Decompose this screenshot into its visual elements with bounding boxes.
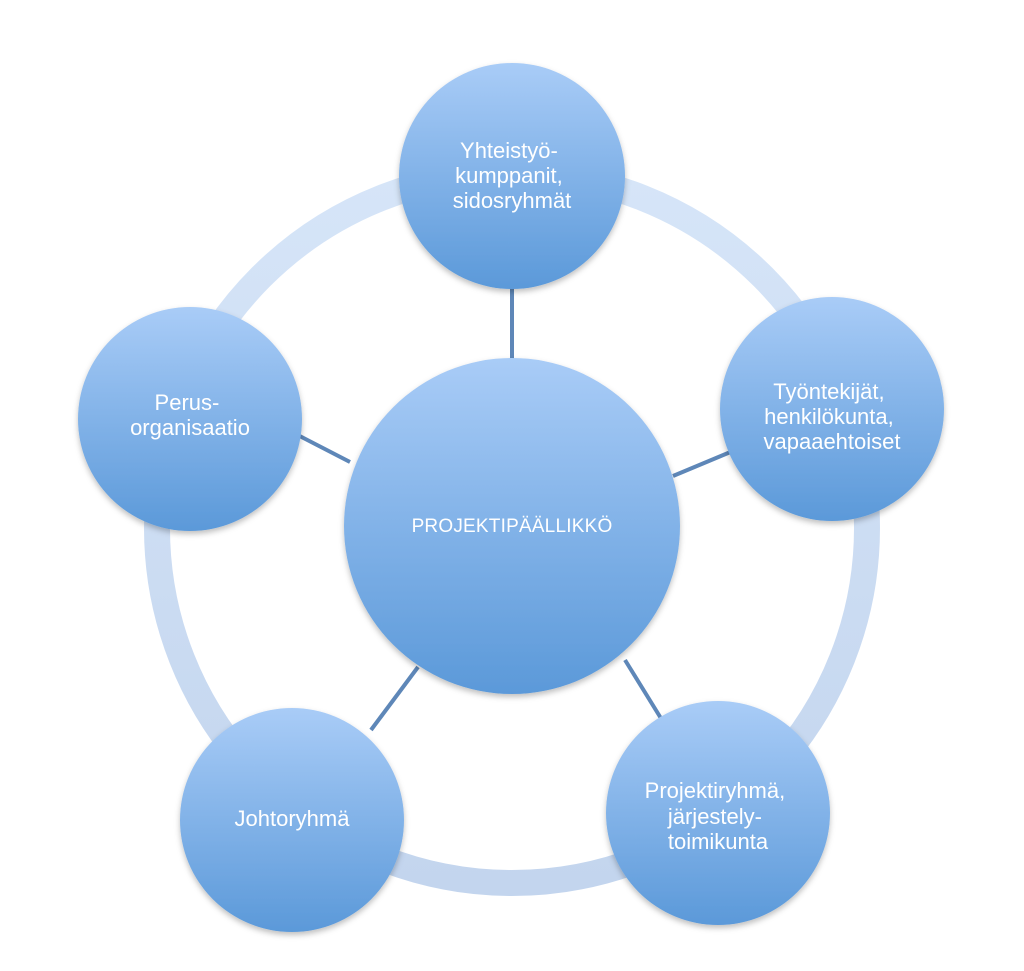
node-label: Johtoryhmä — [235, 806, 351, 831]
node-label: Perus- organisaatio — [130, 390, 250, 440]
node-johtoryhma: Johtoryhmä — [180, 708, 404, 932]
node-perusorganisaatio: Perus- organisaatio — [78, 307, 302, 531]
node-label: Yhteistyö- kumppanit, sidosryhmät — [453, 138, 572, 213]
node-projektiryhma: Projektiryhmä, järjestely- toimikunta — [606, 701, 830, 925]
node-label: Projektiryhmä, järjestely- toimikunta — [645, 778, 792, 854]
connector-bottom-left — [369, 665, 420, 732]
node-tyontekijat: Työntekijät, henkilökunta, vapaaehtoiset — [720, 297, 944, 521]
node-center-projektipaallikko: PROJEKTIPÄÄLLIKKÖ — [344, 358, 680, 694]
center-label: PROJEKTIPÄÄLLIKKÖ — [412, 516, 613, 537]
connector-bottom-right — [623, 658, 664, 722]
node-yhteistyokumppanit: Yhteistyö- kumppanit, sidosryhmät — [399, 63, 625, 289]
node-label: Työntekijät, henkilökunta, vapaaehtoiset — [764, 379, 901, 454]
